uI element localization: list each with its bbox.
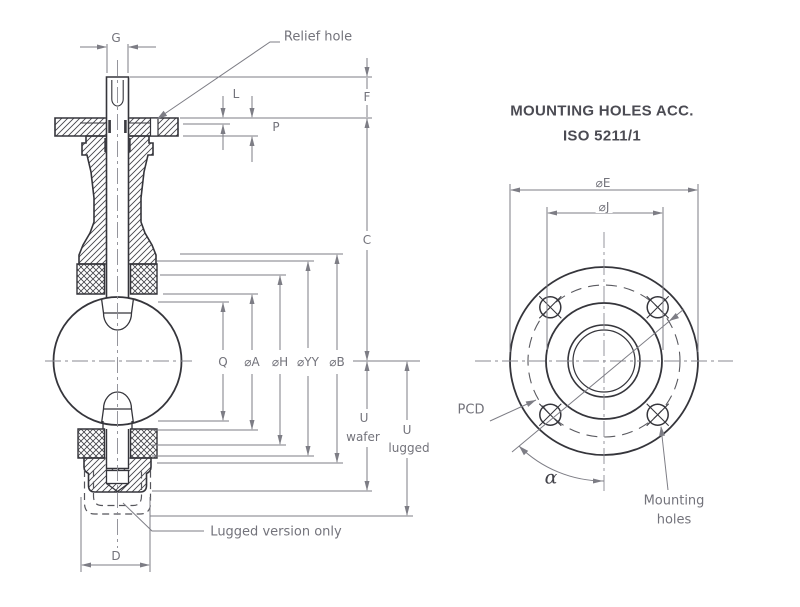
dim-label-u-wafer: wafer — [343, 431, 383, 443]
stem-bore — [111, 80, 124, 107]
note-lugged-version: Lugged version only — [210, 524, 342, 540]
dim-label-q: Q — [215, 356, 231, 368]
seat-lower-right — [129, 428, 158, 459]
dim-label-dia-b: ⌀B — [326, 356, 348, 368]
note-mounting-holes-line2: holes — [656, 512, 692, 528]
dim-label-dia-j: ⌀J — [595, 201, 613, 213]
dim-label-u-lugged: lugged — [385, 442, 433, 454]
dim-label-dia-a: ⌀A — [241, 356, 263, 368]
dimension-lines — [80, 41, 699, 572]
seat-upper-right — [129, 263, 158, 295]
dim-label-f: F — [360, 91, 374, 103]
dim-label-dia-yy: ⌀YY — [294, 356, 322, 368]
flange-title-line1: MOUNTING HOLES ACC. — [510, 102, 694, 120]
note-pcd: PCD — [454, 403, 488, 417]
dim-label-dia-e: ⌀E — [592, 177, 614, 189]
bore-inner-circle — [572, 329, 636, 393]
centerlines — [45, 60, 733, 548]
arrowheads — [81, 44, 698, 568]
dim-label-u-wafer-u: U — [356, 412, 372, 424]
dim-label-p: P — [272, 120, 280, 134]
seat-upper-left — [76, 263, 106, 295]
dim-label-d: D — [111, 549, 121, 563]
dim-label-u-lugged-u: U — [399, 424, 415, 436]
note-relief-hole: Relief hole — [283, 29, 353, 45]
raised-face-circle — [545, 302, 663, 420]
dim-label-l: L — [232, 87, 240, 101]
flange-title-line2: ISO 5211/1 — [562, 127, 642, 145]
dim-label-alpha: α — [544, 466, 558, 489]
relief-hole — [149, 117, 159, 137]
dim-label-dia-h: ⌀H — [268, 356, 292, 368]
note-mounting-holes-line1: Mounting — [643, 493, 705, 509]
valve-stem — [105, 76, 130, 303]
mounting-holes-group — [539, 296, 669, 426]
dim-label-g: G — [111, 31, 121, 45]
dim-label-c: C — [359, 234, 375, 246]
seat-lower-left — [77, 428, 106, 459]
